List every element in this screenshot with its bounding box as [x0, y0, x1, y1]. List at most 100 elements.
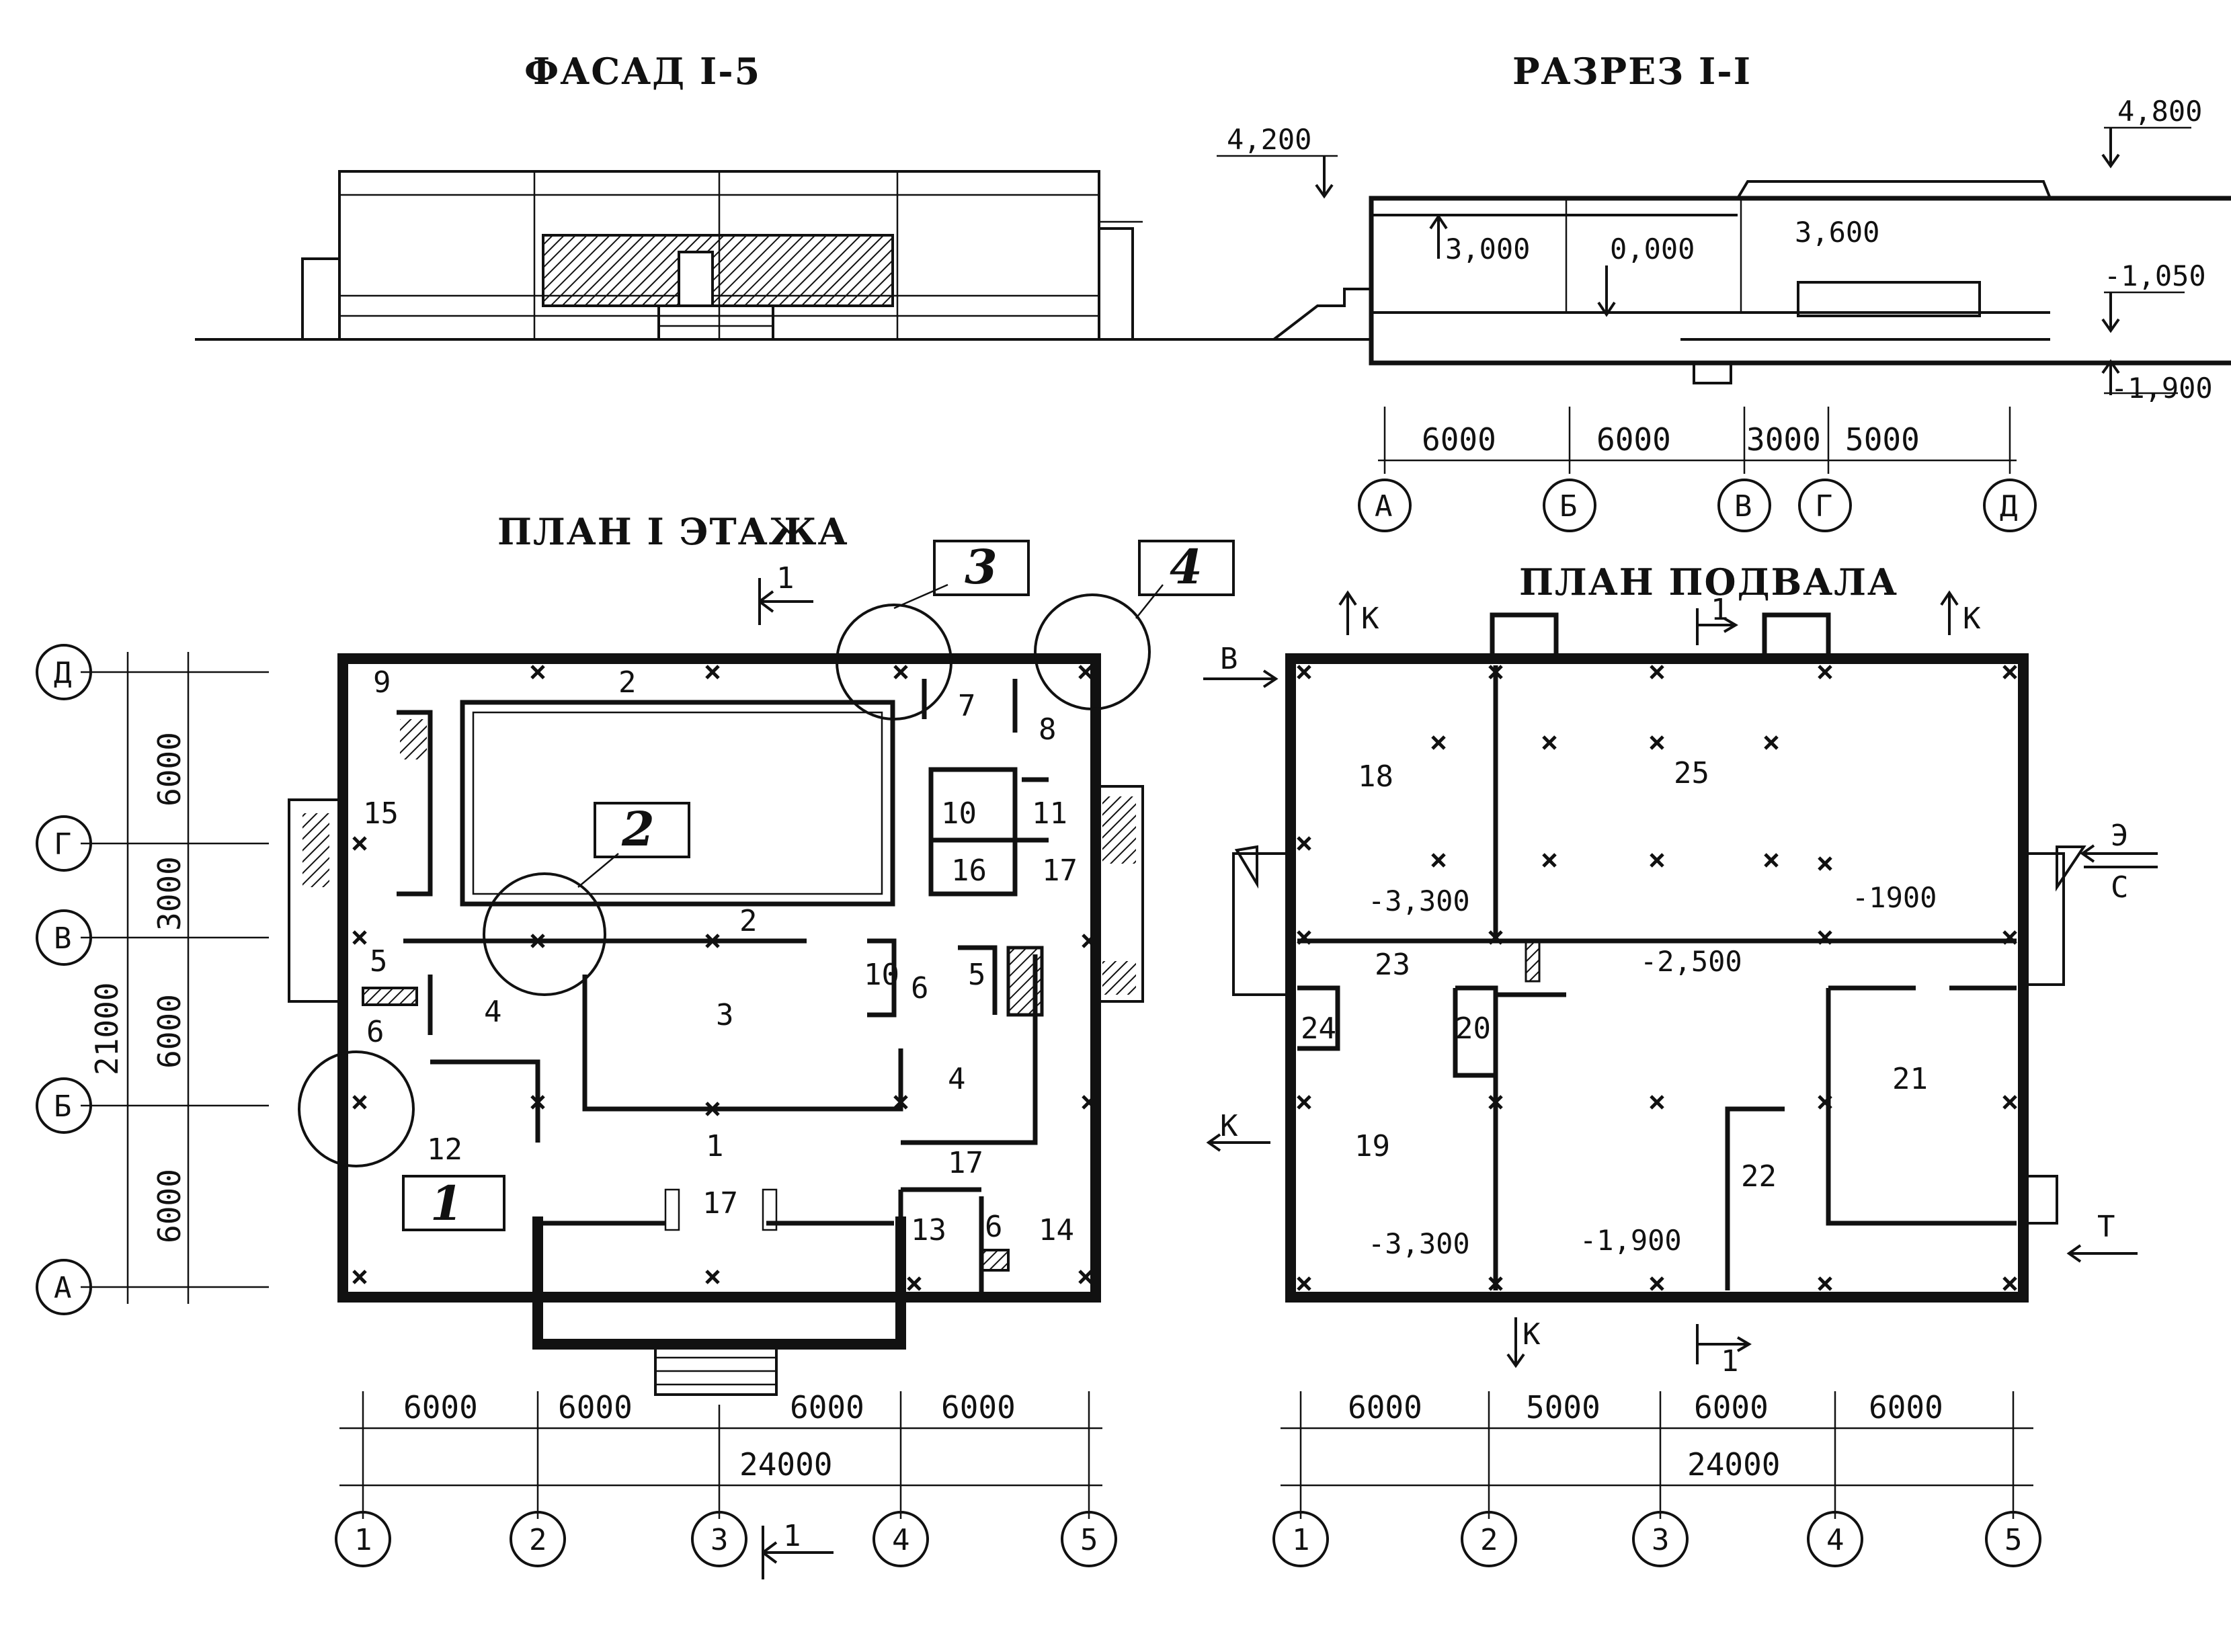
basement-axis-4: 4	[1826, 1523, 1844, 1557]
plan1-room-4-left: 4	[484, 995, 502, 1029]
basement-room-22: 22	[1741, 1159, 1777, 1194]
plan1-axis-3: 3	[711, 1523, 729, 1557]
basement-span-4: 6000	[1869, 1389, 1943, 1426]
plan1-room-15: 15	[363, 796, 399, 831]
marker-k-left: К	[1220, 1109, 1238, 1143]
basement-level-5: -1,900	[1580, 1224, 1682, 1257]
plan1-span-1: 6000	[403, 1389, 478, 1426]
basement-level-2: -1900	[1852, 881, 1937, 914]
plan1-room-6-right: 6	[985, 1210, 1003, 1244]
basement-axis-2: 2	[1480, 1523, 1498, 1557]
basement-level-3: -2,500	[1640, 945, 1742, 978]
basement-room-25: 25	[1674, 756, 1709, 790]
plan1-room-8: 8	[1039, 712, 1057, 747]
plan1-room-12: 12	[427, 1132, 462, 1167]
basement-markers: К К К К 1 1 В Э С Т	[1203, 590, 2158, 1378]
plan1-room-9: 9	[373, 665, 391, 700]
basement-span-1: 6000	[1348, 1389, 1422, 1426]
plan-floor1: 9 2 7 8 15 10 11 16 17 2 5 4 3 10 6 5 6 …	[36, 539, 1235, 1579]
plan1-room-17-right: 17	[1042, 854, 1078, 888]
plan1-axis-v-letter: В	[54, 921, 72, 956]
section-level-4800: 4,800	[2117, 95, 2202, 128]
basement-axis-1: 1	[1292, 1523, 1310, 1557]
plan1-axis-b: Б	[54, 1089, 72, 1124]
plan1-vspan-1: 6000	[151, 732, 188, 807]
plan1-vspan-3: 6000	[151, 994, 188, 1069]
section-cut: 4,200 4,800 -1,050 -1,900 3,000 0,000 3,…	[1217, 95, 2231, 532]
marker-e: Э	[2111, 819, 2129, 853]
callout-3: 3	[965, 539, 998, 595]
basement-axis-5: 5	[2004, 1523, 2023, 1557]
marker-s: С	[2111, 870, 2129, 905]
section-span-1: 6000	[1422, 421, 1496, 458]
basement-room-21: 21	[1892, 1062, 1928, 1096]
plan1-span-3: 6000	[790, 1389, 864, 1426]
plan1-span-4: 6000	[941, 1389, 1016, 1426]
section-span-4: 5000	[1845, 421, 1920, 458]
plan1-room-3: 3	[716, 998, 734, 1032]
facade-title: ФАСАД I-5	[524, 50, 761, 93]
plan-basement: 18 25 23 24 20 21 19 22 -3,300 -1900 -2,…	[1203, 590, 2158, 1567]
marker-1-bottom: 1	[1721, 1344, 1739, 1378]
plan1-axis-a: А	[54, 1271, 72, 1305]
plan1-room-2-mid: 2	[739, 904, 758, 938]
basement-span-3: 6000	[1694, 1389, 1769, 1426]
plan1-room-6-mid: 6	[911, 971, 929, 1005]
callout-2: 2	[621, 801, 655, 857]
section-axis-a: А	[1375, 489, 1393, 524]
section-axis-b: Б	[1559, 489, 1578, 524]
plan1-axis-g: Г	[54, 827, 72, 862]
plan1-span-2: 6000	[558, 1389, 633, 1426]
basement-room-20: 20	[1455, 1011, 1491, 1046]
marker-1-top: 1	[1711, 593, 1729, 627]
plan1-room-10-small: 10	[864, 958, 899, 992]
section-level-0000: 0,000	[1610, 233, 1695, 265]
basement-span-2: 5000	[1526, 1389, 1600, 1426]
section-level-m1900: -1,900	[2111, 372, 2213, 405]
plan-basement-title: ПЛАН ПОДВАЛА	[1519, 561, 1898, 604]
plan1-vspan-4: 6000	[151, 1169, 188, 1243]
plan1-room-11: 11	[1032, 796, 1067, 831]
section-axis-v: В	[1734, 489, 1752, 524]
basement-level-4: -3,300	[1368, 1227, 1470, 1260]
plan1-room-14: 14	[1039, 1213, 1074, 1247]
plan1-axis-5: 5	[1080, 1523, 1098, 1557]
callout-1: 1	[430, 1175, 463, 1231]
plan1-room-13: 13	[911, 1213, 946, 1247]
basement-room-19: 19	[1354, 1129, 1390, 1163]
plan1-room-17-hall: 17	[702, 1186, 738, 1221]
plan1-room-6-left: 6	[366, 1015, 384, 1049]
plan1-room-17-small: 17	[948, 1146, 983, 1180]
basement-total: 24000	[1687, 1446, 1780, 1483]
plan1-vtotal: 21000	[89, 983, 125, 1075]
plan1-cut-mark-bottom: 1	[783, 1519, 801, 1553]
plan1-axis-2: 2	[529, 1523, 547, 1557]
plan1-axis-4: 4	[892, 1523, 910, 1557]
marker-t: Т	[2097, 1210, 2115, 1244]
plan1-axis-1: 1	[354, 1523, 372, 1557]
basement-room-23: 23	[1375, 948, 1410, 982]
marker-k-bottom: К	[1523, 1317, 1541, 1352]
facade-elevation	[195, 170, 1237, 341]
plan1-room-5-right: 5	[968, 958, 986, 992]
plan1-room-2-top: 2	[618, 665, 637, 700]
plan1-room-10: 10	[941, 796, 977, 831]
section-span-3: 3000	[1746, 421, 1821, 458]
marker-v: В	[1220, 642, 1238, 676]
section-level-4200: 4,200	[1227, 123, 1311, 156]
section-level-3600: 3,600	[1795, 216, 1879, 249]
plan1-room-4-right: 4	[948, 1062, 966, 1096]
section-title: РАЗРЕЗ I-I	[1512, 50, 1752, 93]
plan1-room-5-left: 5	[370, 944, 388, 979]
plan1-total: 24000	[739, 1446, 832, 1483]
callout-4: 4	[1170, 539, 1203, 595]
basement-room-24: 24	[1301, 1011, 1336, 1046]
plan1-axis-d: Д	[54, 656, 72, 690]
basement-room-18: 18	[1358, 759, 1393, 794]
plan1-room-7: 7	[958, 689, 976, 723]
section-level-3000: 3,000	[1445, 233, 1530, 265]
plan1-vspan-2: 3000	[151, 856, 188, 931]
plan1-room-1: 1	[706, 1129, 724, 1163]
marker-k-top-left: К	[1361, 602, 1379, 636]
